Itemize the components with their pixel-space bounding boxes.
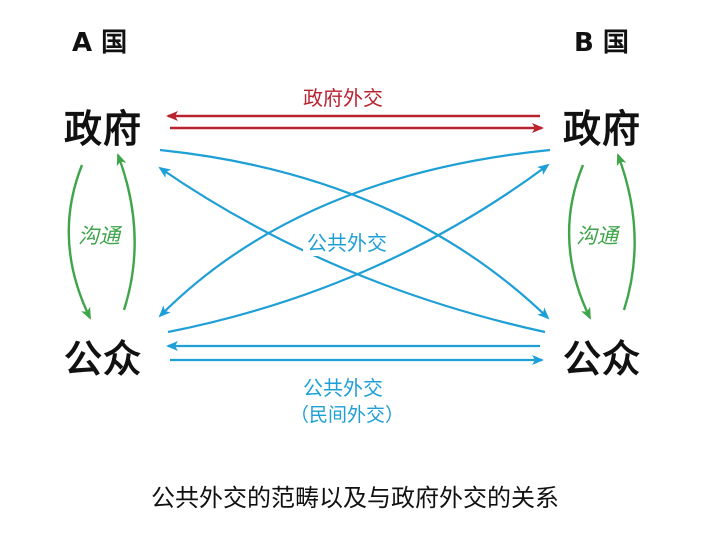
public-arrow-a-gov-to-b-public	[159, 148, 550, 320]
bottom-public-diplomacy-label: 公共外交	[303, 376, 383, 400]
government-diplomacy-label: 政府外交	[303, 86, 383, 110]
public-arrow-b-public-to-a-gov	[158, 166, 546, 334]
left-comm-arrow-up	[116, 153, 136, 311]
right-public: 公众	[563, 336, 642, 381]
public-arrow-a-public-to-b-gov	[167, 163, 550, 334]
right-comm-arrow-up	[616, 153, 636, 311]
right-country-label: B 国	[574, 28, 629, 58]
right-communication-label: 沟通	[576, 224, 618, 248]
left-communication-label: 沟通	[78, 224, 120, 248]
public-arrow-b-gov-to-a-public	[158, 148, 551, 318]
right-government: 政府	[563, 106, 642, 151]
right-comm-arrow-down	[567, 164, 592, 320]
people-diplomacy-label: （民间外交）	[290, 404, 405, 426]
left-country-label: A 国	[72, 28, 128, 58]
diagram-caption: 公共外交的范畴以及与政府外交的关系	[151, 484, 559, 512]
left-government: 政府	[64, 106, 143, 151]
public-diplomacy-label: 公共外交	[303, 227, 391, 256]
left-public: 公众	[64, 336, 143, 381]
left-comm-arrow-down	[67, 164, 92, 320]
